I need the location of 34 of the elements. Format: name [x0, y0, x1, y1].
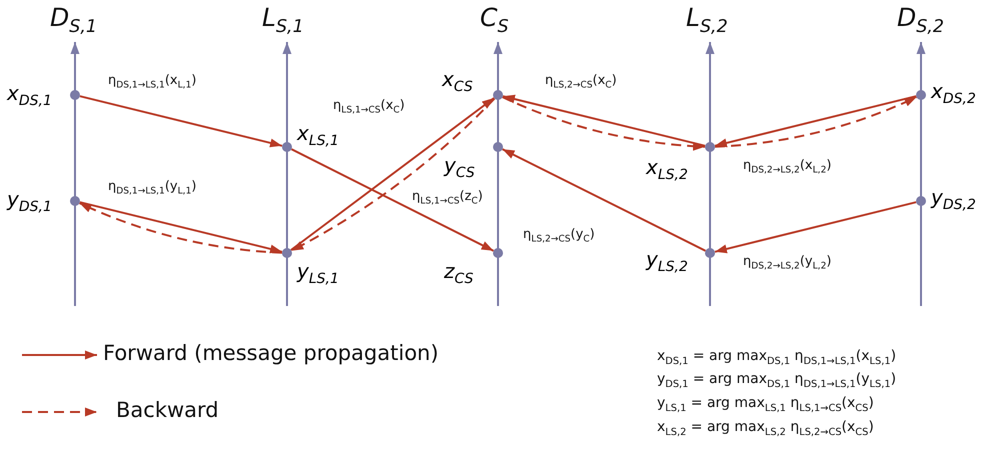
point-label: y$_{DS,1}$ — [7, 189, 52, 214]
point-label: y$_{LS,2}$ — [646, 249, 688, 274]
arrow — [80, 95, 282, 148]
edge-label: η$_{DS,2→LS,2}$(y$_{L,2}$) — [743, 255, 832, 272]
point-label: x$_{LS,2}$ — [646, 157, 688, 182]
legend-text: Forward (message propagation) — [103, 343, 439, 364]
lifeline-heading: L$_{S,2}$ — [686, 5, 728, 36]
point-label: y$_{CS}$ — [444, 155, 475, 180]
point-label: x$_{DS,2}$ — [931, 81, 976, 106]
point-label: z$_{CS}$ — [444, 261, 474, 286]
point-label: y$_{LS,1}$ — [297, 261, 339, 286]
legend-text: Backward — [116, 400, 219, 421]
point-label: x$_{LS,1}$ — [297, 123, 339, 148]
equation: x$_{DS,1}$ = arg max$_{DS,1}$ η$_{DS,1→LS,1}$(x$_{LS,1}$) — [657, 349, 896, 367]
edge-label: η$_{DS,1→LS,1}$(x$_{L,1}$) — [108, 74, 196, 91]
edge-label: η$_{LS,2→CS}$(y$_{C}$) — [523, 228, 595, 245]
point-label: y$_{DS,2}$ — [931, 187, 976, 212]
edge-label: η$_{LS,1→CS}$(x$_{C}$) — [333, 99, 405, 116]
lifeline-heading: L$_{S,1}$ — [262, 5, 304, 36]
arrow — [714, 201, 916, 254]
point-label: x$_{CS}$ — [442, 69, 473, 94]
equation: x$_{LS,2}$ = arg max$_{LS,2}$ η$_{LS,2→CS}$(x$_{CS}$) — [657, 420, 874, 438]
equation: y$_{DS,1}$ = arg max$_{DS,1}$ η$_{DS,1→LS,1}$(y$_{LS,1}$) — [657, 372, 896, 390]
edge-label: η$_{LS,2→CS}$(x$_{C}$) — [545, 74, 617, 91]
arrow — [291, 148, 494, 252]
edge-label: η$_{DS,2→LS,2}$(x$_{L,2}$) — [743, 159, 832, 176]
lifeline-heading: C$_{S}$ — [480, 5, 509, 36]
lifeline-heading: D$_{S,2}$ — [897, 5, 944, 36]
arrow — [502, 148, 706, 252]
point-label: x$_{DS,1}$ — [7, 83, 52, 108]
lifeline-heading: D$_{S,1}$ — [50, 5, 98, 36]
equation: y$_{LS,1}$ = arg max$_{LS,1}$ η$_{LS,1→CS}$(x$_{CS}$) — [657, 396, 874, 414]
edge-label: η$_{LS,1→CS}$(z$_{C}$) — [412, 190, 483, 207]
edge-label: η$_{DS,1→LS,1}$(y$_{L,1}$) — [108, 180, 196, 197]
